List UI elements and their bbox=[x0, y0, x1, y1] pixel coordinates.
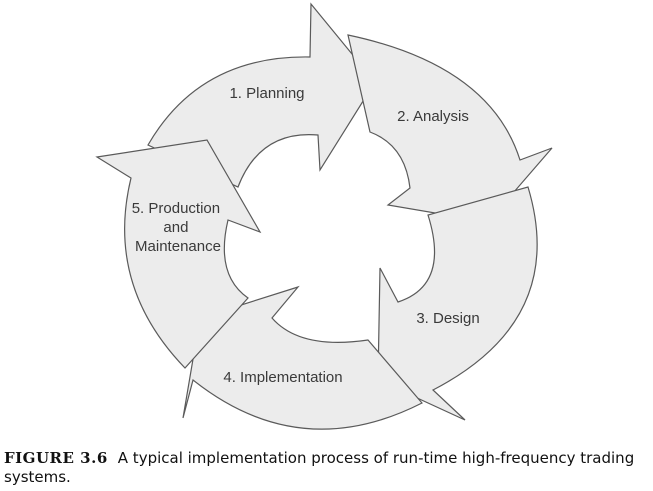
step-label-analysis: 2. Analysis bbox=[397, 108, 469, 125]
step-label-production: 5. Production and Maintenance bbox=[132, 200, 225, 255]
implementation-cycle-diagram: 1. Planning 2. Analysis 3. Design 4. Imp… bbox=[95, 2, 553, 430]
step-label-implementation: 4. Implementation bbox=[223, 369, 342, 386]
step-analysis-arrow bbox=[347, 34, 553, 223]
step-design-arrow bbox=[377, 186, 538, 421]
figure-label: FIGURE 3.6 bbox=[4, 449, 108, 467]
step-implementation-arrow bbox=[182, 285, 423, 430]
step-production-arrow bbox=[95, 139, 262, 369]
step-label-design: 3. Design bbox=[416, 310, 479, 327]
step-label-planning: 1. Planning bbox=[229, 85, 304, 102]
caption-text: A typical implementation process of run-… bbox=[4, 449, 635, 486]
